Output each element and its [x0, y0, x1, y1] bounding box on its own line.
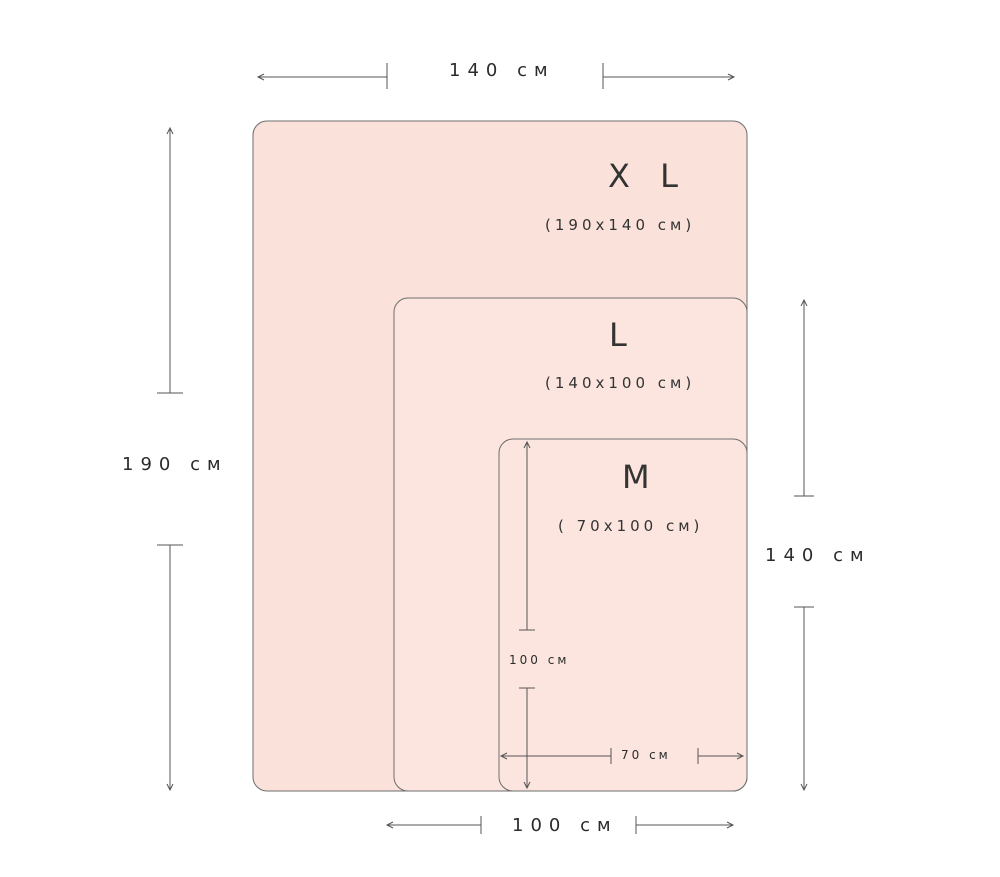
bottom-width-dimension-line [385, 816, 735, 834]
top-width-dimension-line [256, 63, 736, 89]
left-height-label: 190 см [122, 454, 228, 475]
inner-width-dimension-line [499, 748, 745, 764]
right-height-dimension-line [794, 298, 814, 792]
inner-height-label: 100 см [509, 653, 570, 667]
bottom-width-label: 100 см [512, 815, 618, 836]
size-measure-l: (140x100 см) [545, 374, 696, 392]
size-name-m: M [622, 458, 660, 496]
inner-width-label: 70 см [621, 748, 671, 762]
size-measure-m: ( 70x100 см) [558, 517, 704, 535]
rug-m [498, 438, 748, 792]
left-height-dimension-line [157, 126, 183, 792]
right-height-label: 140 см [765, 545, 871, 566]
inner-height-dimension-line [519, 440, 535, 790]
size-name-xl: X L [608, 157, 688, 195]
size-measure-xl: (190x140 см) [545, 216, 696, 234]
size-name-l: L [609, 316, 637, 354]
top-width-label: 140 см [449, 60, 555, 81]
